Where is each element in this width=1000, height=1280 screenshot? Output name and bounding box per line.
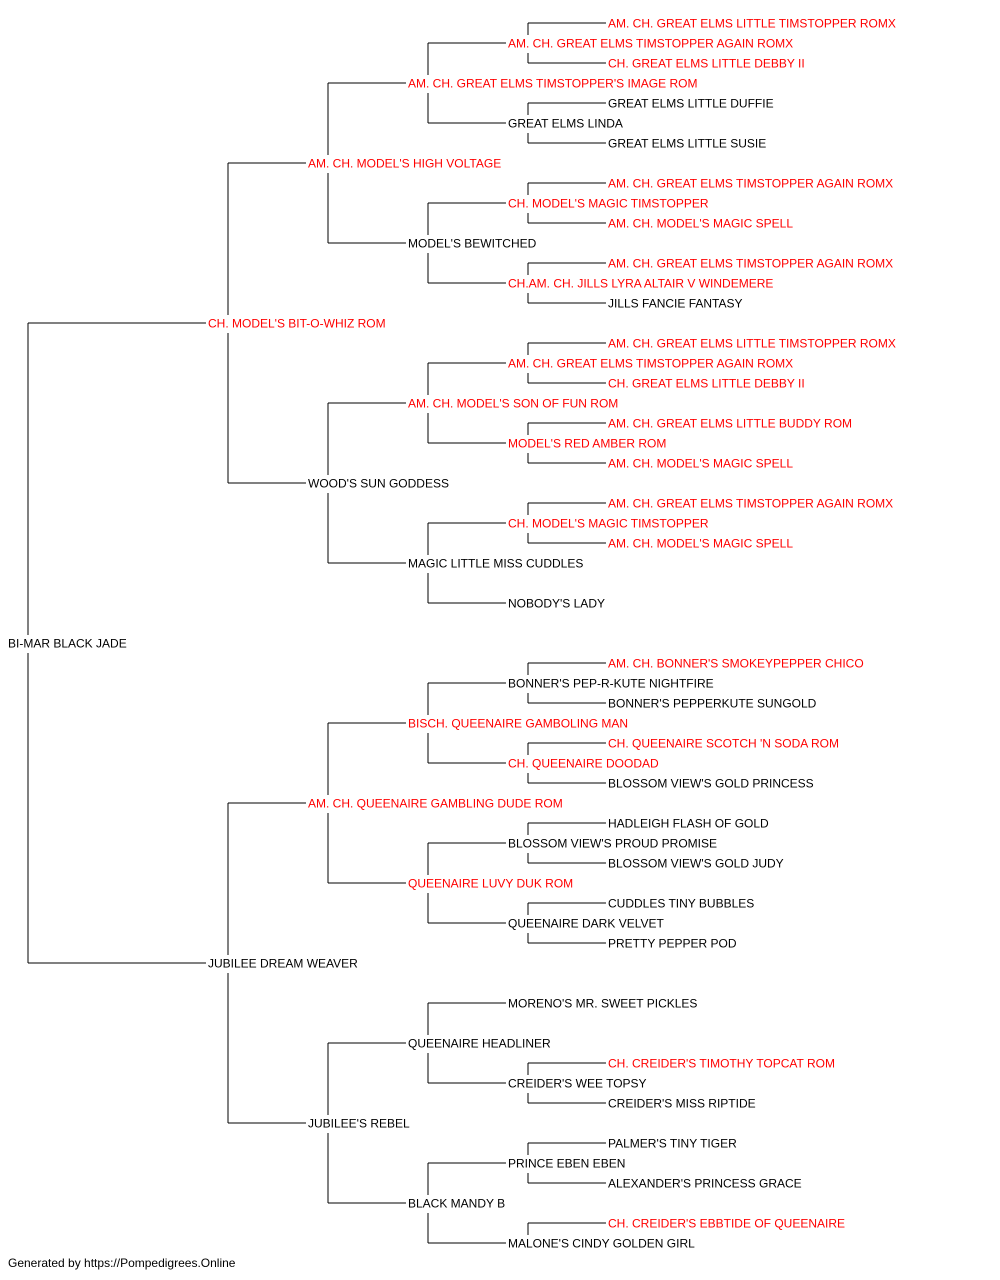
pedigree-name: PALMER'S TINY TIGER (608, 1137, 737, 1151)
pedigree-name: BI-MAR BLACK JADE (8, 637, 127, 651)
footer-credit: Generated by https://Pompedigrees.Online (8, 1256, 236, 1270)
pedigree-name: PRINCE EBEN EBEN (508, 1157, 625, 1171)
pedigree-name: CREIDER'S WEE TOPSY (508, 1077, 647, 1091)
pedigree-name: MORENO'S MR. SWEET PICKLES (508, 997, 697, 1011)
pedigree-name: BLACK MANDY B (408, 1197, 505, 1211)
pedigree-name: CUDDLES TINY BUBBLES (608, 897, 754, 911)
pedigree-name: BONNER'S PEP-R-KUTE NIGHTFIRE (508, 677, 714, 691)
pedigree-name: MAGIC LITTLE MISS CUDDLES (408, 557, 583, 571)
pedigree-name: CH. CREIDER'S TIMOTHY TOPCAT ROM (608, 1057, 835, 1071)
pedigree-name: CH. MODEL'S BIT-O-WHIZ ROM (208, 317, 386, 331)
pedigree-name: AM. CH. GREAT ELMS TIMSTOPPER'S IMAGE RO… (408, 77, 697, 91)
pedigree-name: HADLEIGH FLASH OF GOLD (608, 817, 769, 831)
pedigree-name: GREAT ELMS LITTLE SUSIE (608, 137, 766, 151)
pedigree-name: QUEENAIRE DARK VELVET (508, 917, 664, 931)
pedigree-name: AM. CH. GREAT ELMS TIMSTOPPER AGAIN ROMX (608, 257, 893, 271)
pedigree-name: CH. GREAT ELMS LITTLE DEBBY II (608, 377, 805, 391)
pedigree-name: QUEENAIRE LUVY DUK ROM (408, 877, 573, 891)
pedigree-name: BLOSSOM VIEW'S GOLD PRINCESS (608, 777, 814, 791)
pedigree-name: GREAT ELMS LINDA (508, 117, 623, 131)
pedigree-name: AM. CH. MODEL'S SON OF FUN ROM (408, 397, 618, 411)
pedigree-name: AM. CH. MODEL'S MAGIC SPELL (608, 537, 793, 551)
pedigree-name: MODEL'S RED AMBER ROM (508, 437, 666, 451)
pedigree-name: PRETTY PEPPER POD (608, 937, 737, 951)
pedigree-name: AM. CH. MODEL'S HIGH VOLTAGE (308, 157, 501, 171)
pedigree-name: ALEXANDER'S PRINCESS GRACE (608, 1177, 802, 1191)
pedigree-name: NOBODY'S LADY (508, 597, 605, 611)
pedigree-name: CREIDER'S MISS RIPTIDE (608, 1097, 756, 1111)
pedigree-name: BLOSSOM VIEW'S GOLD JUDY (608, 857, 784, 871)
pedigree-name: BLOSSOM VIEW'S PROUD PROMISE (508, 837, 717, 851)
pedigree-name: CH. CREIDER'S EBBTIDE OF QUEENAIRE (608, 1217, 845, 1231)
pedigree-name: AM. CH. BONNER'S SMOKEYPEPPER CHICO (608, 657, 864, 671)
pedigree-name: CH. MODEL'S MAGIC TIMSTOPPER (508, 517, 709, 531)
pedigree-name: QUEENAIRE HEADLINER (408, 1037, 551, 1051)
pedigree-tree: BI-MAR BLACK JADE CH. MODEL'S BIT-O-WHIZ … (8, 17, 896, 1251)
pedigree-name: CH. QUEENAIRE SCOTCH 'N SODA ROM (608, 737, 839, 751)
pedigree-name: AM. CH. QUEENAIRE GAMBLING DUDE ROM (308, 797, 563, 811)
pedigree-name: AM. CH. GREAT ELMS LITTLE TIMSTOPPER ROM… (608, 17, 896, 31)
pedigree-name: AM. CH. GREAT ELMS TIMSTOPPER AGAIN ROMX (608, 497, 893, 511)
pedigree-name: CH.AM. CH. JILLS LYRA ALTAIR V WINDEMERE (508, 277, 773, 291)
pedigree-name: JUBILEE DREAM WEAVER (208, 957, 358, 971)
pedigree-name: CH. GREAT ELMS LITTLE DEBBY II (608, 57, 805, 71)
pedigree-name: CH. QUEENAIRE DOODAD (508, 757, 659, 771)
pedigree-name: AM. CH. GREAT ELMS LITTLE BUDDY ROM (608, 417, 852, 431)
pedigree-name: AM. CH. GREAT ELMS TIMSTOPPER AGAIN ROMX (508, 37, 793, 51)
pedigree-name: WOOD'S SUN GODDESS (308, 477, 449, 491)
pedigree-name: AM. CH. MODEL'S MAGIC SPELL (608, 217, 793, 231)
pedigree-name: MODEL'S BEWITCHED (408, 237, 537, 251)
pedigree-name: JUBILEE'S REBEL (308, 1117, 410, 1131)
pedigree-name: AM. CH. MODEL'S MAGIC SPELL (608, 457, 793, 471)
pedigree-name: MALONE'S CINDY GOLDEN GIRL (508, 1237, 695, 1251)
pedigree-name: BISCH. QUEENAIRE GAMBOLING MAN (408, 717, 628, 731)
pedigree-name: CH. MODEL'S MAGIC TIMSTOPPER (508, 197, 709, 211)
pedigree-name: GREAT ELMS LITTLE DUFFIE (608, 97, 774, 111)
pedigree-name: JILLS FANCIE FANTASY (608, 297, 742, 311)
pedigree-name: AM. CH. GREAT ELMS TIMSTOPPER AGAIN ROMX (508, 357, 793, 371)
pedigree-name: BONNER'S PEPPERKUTE SUNGOLD (608, 697, 817, 711)
pedigree-name: AM. CH. GREAT ELMS LITTLE TIMSTOPPER ROM… (608, 337, 896, 351)
pedigree-name: AM. CH. GREAT ELMS TIMSTOPPER AGAIN ROMX (608, 177, 893, 191)
